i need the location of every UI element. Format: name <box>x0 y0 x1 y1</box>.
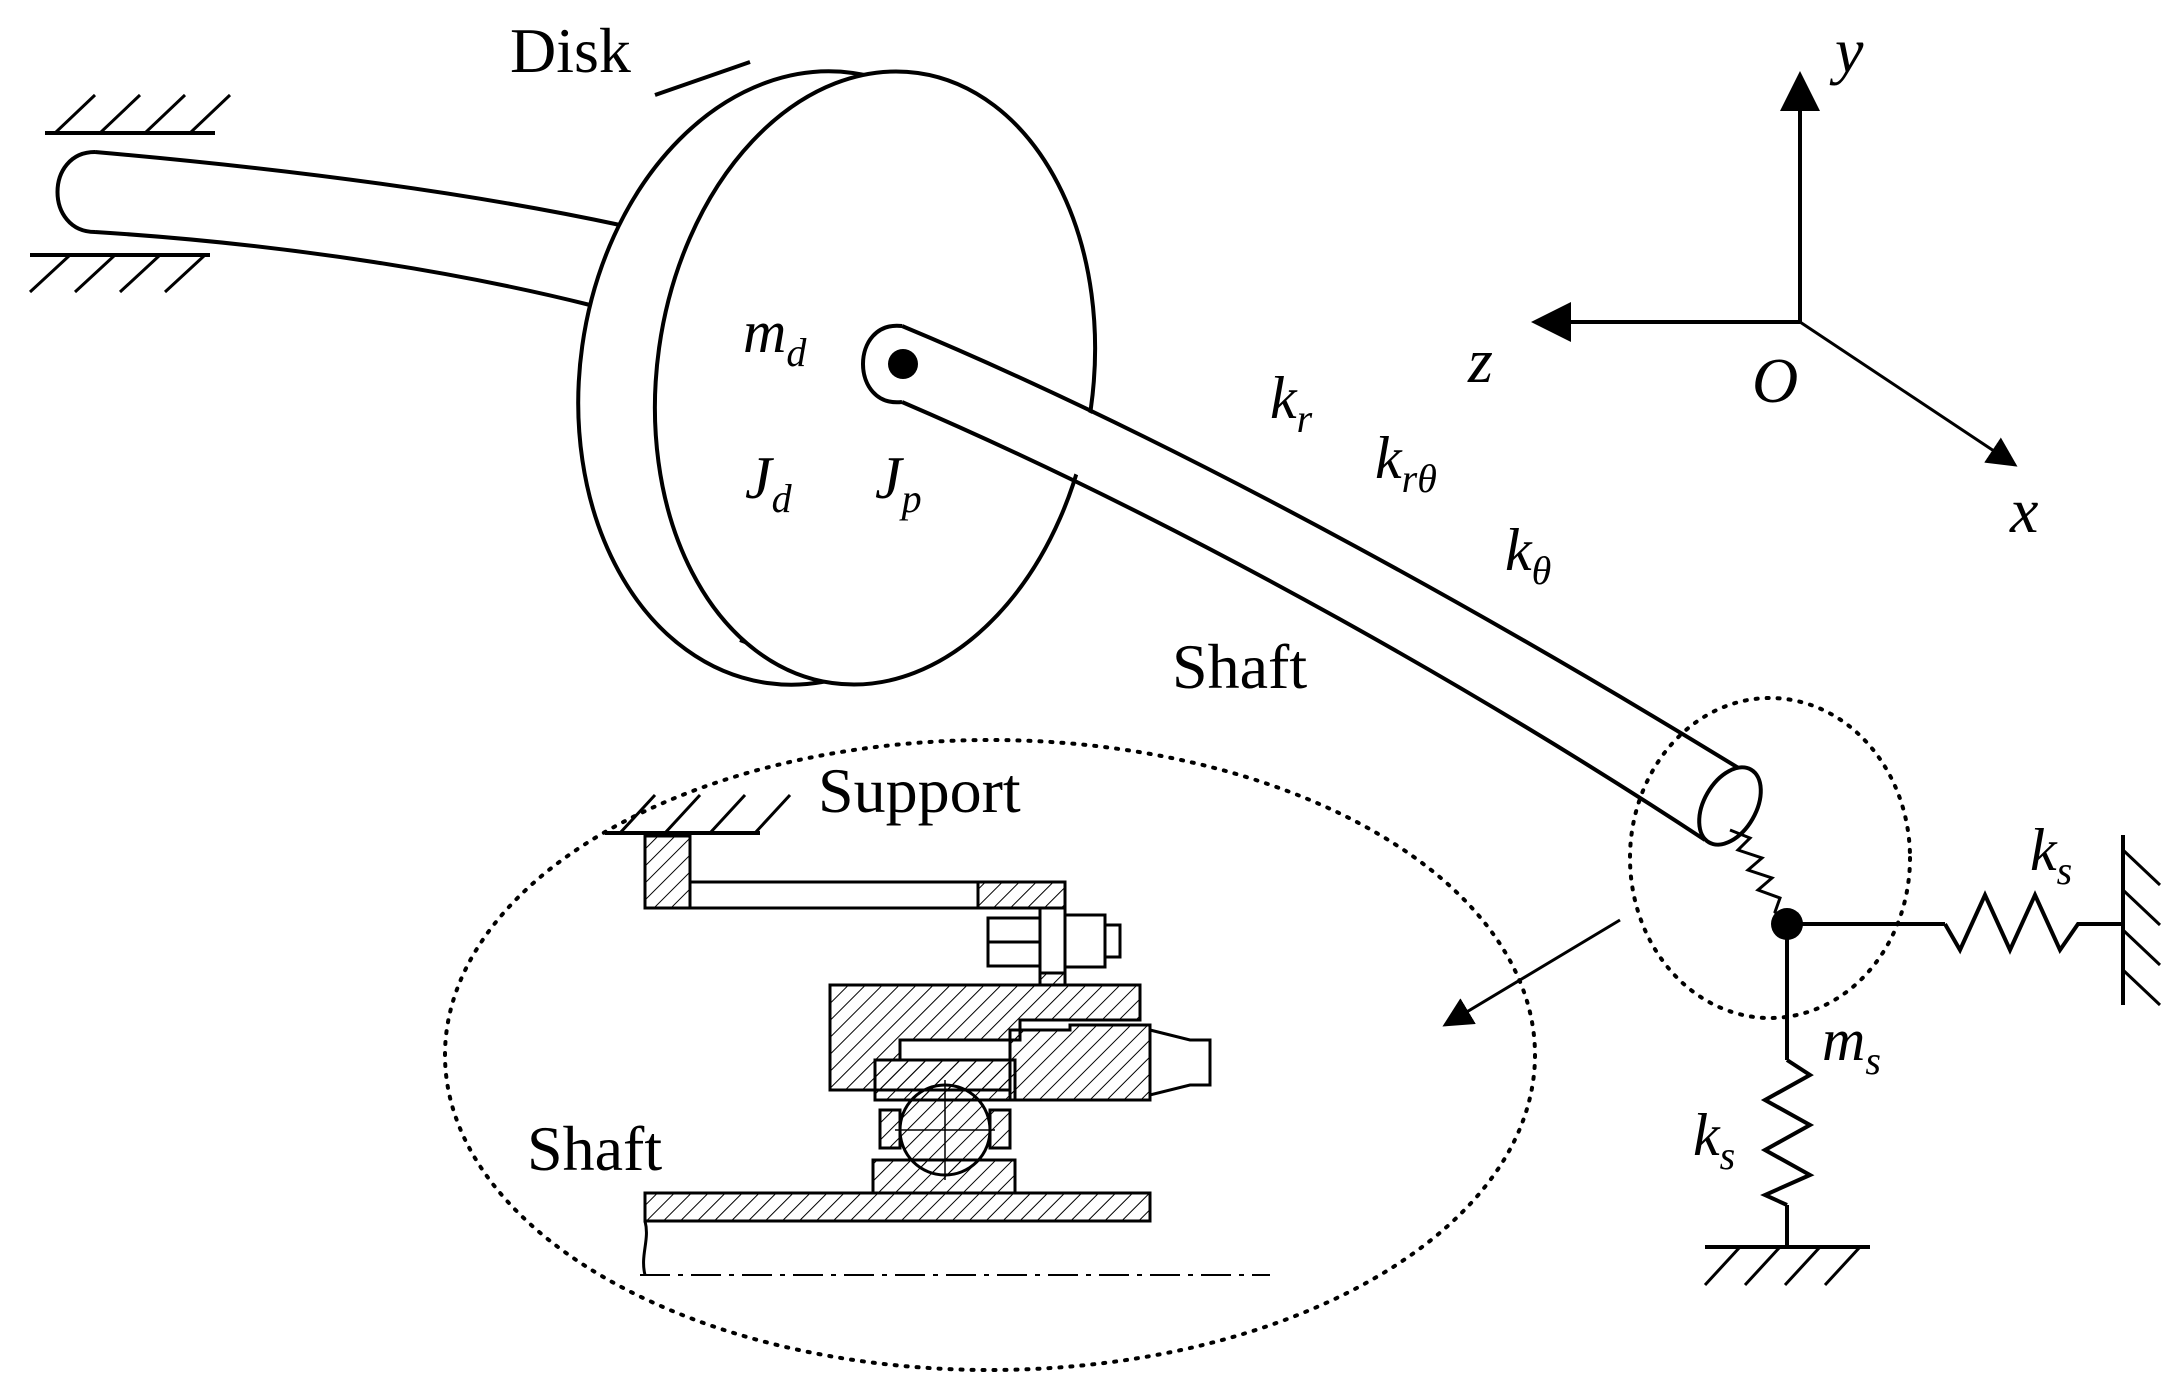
disk-center-dot <box>888 349 918 379</box>
vertical-spring <box>1703 924 1870 1287</box>
support-mass-label: ms <box>1822 1007 1881 1083</box>
shaft-detail-label: Shaft <box>527 1113 662 1184</box>
y-axis-label: y <box>1829 15 1864 86</box>
left-fixed-support <box>28 93 232 294</box>
coordinate-axes <box>1531 71 2018 467</box>
x-axis-label: x <box>2009 475 2038 546</box>
bearing-zoom-circle <box>1628 696 1912 1020</box>
left-shaft <box>55 150 621 307</box>
disk-label: Disk <box>510 15 631 86</box>
support-label: Support <box>818 755 1021 826</box>
support-detail <box>605 793 1270 1276</box>
ktheta-label: kθ <box>1505 517 1551 593</box>
support-detail-ellipse <box>443 738 1537 1372</box>
disk <box>576 60 1098 687</box>
disk-polar-inertia-label: Jp <box>875 445 922 521</box>
zoom-arrow <box>1442 918 1621 1027</box>
shaft-bearing-spring <box>1729 828 1789 926</box>
krtheta-label: krθ <box>1375 425 1437 501</box>
main-shaft <box>861 323 1763 847</box>
kr-label: kr <box>1270 365 1313 441</box>
shaft-label: Shaft <box>1172 631 1307 702</box>
disk-diametral-inertia-label: Jd <box>745 445 793 521</box>
ks-vertical-label: ks <box>1693 1102 1735 1178</box>
disk-mass-label: md <box>743 299 807 375</box>
horizontal-spring <box>1787 835 2162 1007</box>
z-axis-label: z <box>1467 325 1493 396</box>
origin-label: O <box>1752 345 1798 416</box>
ks-horizontal-label: ks <box>2030 817 2072 893</box>
